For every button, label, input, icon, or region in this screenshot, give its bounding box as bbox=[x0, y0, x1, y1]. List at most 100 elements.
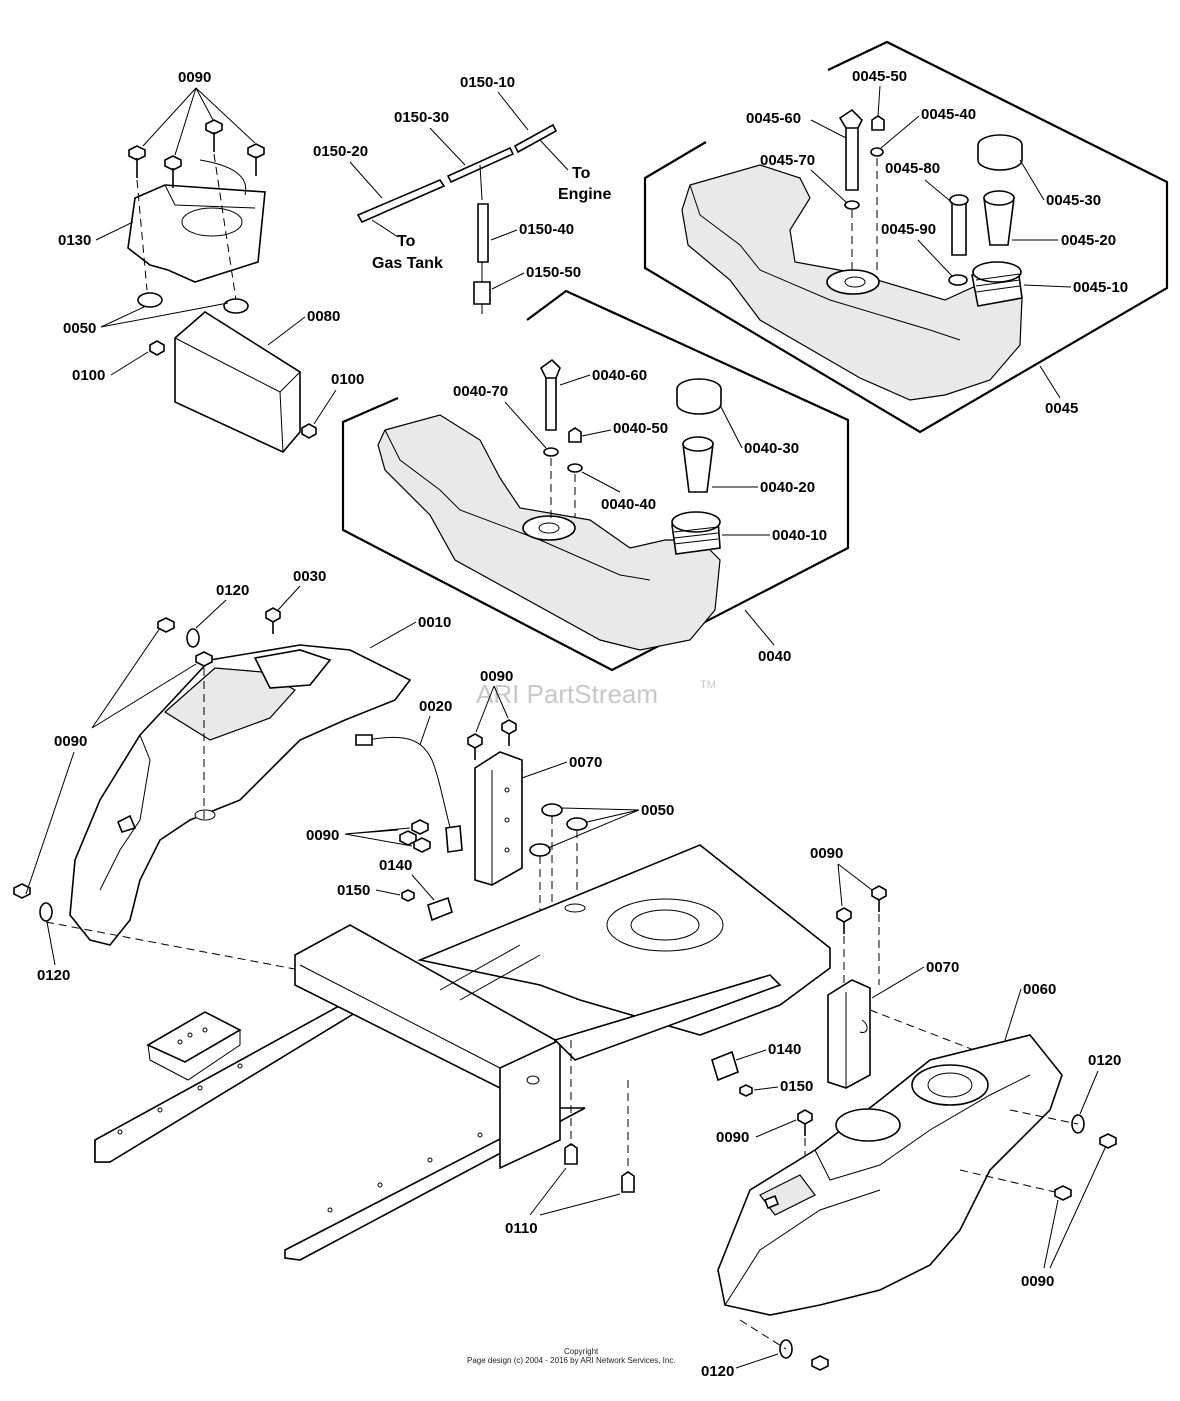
leader-line bbox=[1039, 365, 1061, 399]
fuel-tank-0045 bbox=[681, 164, 1023, 401]
label-0090: 0090 bbox=[480, 668, 513, 685]
leader-line bbox=[195, 599, 227, 629]
label-0070: 0070 bbox=[926, 959, 959, 976]
label-0150-50: 0150-50 bbox=[526, 264, 581, 281]
dash-line bbox=[213, 153, 237, 301]
bracket-0070-mid bbox=[474, 751, 523, 886]
leader-line bbox=[581, 429, 612, 437]
dash-line bbox=[136, 179, 148, 291]
label-0045-40: 0045-40 bbox=[921, 106, 976, 123]
leader-line bbox=[539, 139, 569, 171]
leader-line bbox=[559, 374, 591, 386]
bracket-0070-right bbox=[827, 979, 871, 1089]
leader-line bbox=[1019, 159, 1045, 201]
valve-0040-50 bbox=[568, 427, 582, 443]
leader-line bbox=[267, 316, 306, 346]
label-0090: 0090 bbox=[178, 69, 211, 86]
label-0045-20: 0045-20 bbox=[1061, 232, 1116, 249]
leader-line bbox=[429, 127, 466, 166]
label-0040: 0040 bbox=[758, 648, 791, 665]
grommet-0045-40 bbox=[870, 147, 884, 157]
screws-0090-fender-right bbox=[811, 1133, 1117, 1371]
label-0045-80: 0045-80 bbox=[885, 160, 940, 177]
label-0040-30: 0040-30 bbox=[744, 440, 799, 457]
leader-line bbox=[1079, 1070, 1099, 1115]
label-0100: 0100 bbox=[331, 371, 364, 388]
label-to-engine: To bbox=[572, 165, 591, 182]
label-0090: 0090 bbox=[54, 733, 87, 750]
label-0050: 0050 bbox=[641, 802, 674, 819]
label-0020: 0020 bbox=[419, 698, 452, 715]
label-0150-20: 0150-20 bbox=[313, 143, 368, 160]
leader-line bbox=[735, 1049, 767, 1061]
leader-line bbox=[547, 807, 640, 849]
fender-0060 bbox=[717, 1034, 1063, 1316]
copyright-line-2: Page design (c) 2004 - 2016 by ARI Netwo… bbox=[467, 1356, 676, 1365]
fuel-tee-0150-30 bbox=[446, 146, 515, 201]
leader-line bbox=[837, 863, 873, 907]
label-0120: 0120 bbox=[1088, 1052, 1121, 1069]
label-0050: 0050 bbox=[63, 320, 96, 337]
label-0100: 0100 bbox=[72, 367, 105, 384]
label-0040-20: 0040-20 bbox=[760, 479, 815, 496]
clip-0140-right bbox=[711, 1050, 739, 1082]
nut-0100 bbox=[149, 340, 317, 439]
leader-line bbox=[917, 239, 953, 277]
box-0045 bbox=[643, 40, 1169, 434]
dash-line bbox=[1009, 1109, 1079, 1125]
label-0130: 0130 bbox=[58, 232, 91, 249]
label-0120: 0120 bbox=[701, 1363, 734, 1380]
label-0090: 0090 bbox=[810, 845, 843, 862]
label-0030: 0030 bbox=[293, 568, 326, 585]
label-0120: 0120 bbox=[216, 582, 249, 599]
strainer-0045-20 bbox=[983, 190, 1015, 246]
strainer-0040-20 bbox=[682, 436, 714, 493]
screws-0090-mid bbox=[399, 719, 517, 853]
leader-line bbox=[1004, 988, 1022, 1041]
vent-tube-0045-60 bbox=[838, 108, 863, 191]
valve-0045-50 bbox=[871, 115, 885, 131]
leader-line bbox=[277, 585, 301, 611]
grommet-0050-top bbox=[137, 292, 249, 314]
label-0045-10: 0045-10 bbox=[1073, 279, 1128, 296]
leader-line bbox=[25, 627, 197, 895]
leader-line bbox=[529, 1167, 621, 1216]
leader-line bbox=[100, 302, 229, 328]
screw-0150-mid bbox=[401, 889, 415, 902]
leader-line bbox=[871, 966, 925, 999]
label-0045-90: 0045-90 bbox=[881, 221, 936, 238]
leader-line bbox=[419, 715, 431, 746]
screws-0090-right bbox=[797, 885, 887, 1136]
leader-line bbox=[490, 229, 518, 241]
leader-line bbox=[491, 272, 525, 290]
leader-line bbox=[755, 1119, 797, 1138]
leader-line bbox=[877, 85, 881, 117]
label-0140: 0140 bbox=[768, 1041, 801, 1058]
bolts-0110 bbox=[564, 1143, 635, 1193]
leader-line bbox=[753, 1086, 779, 1091]
grommets-0050-mid bbox=[529, 803, 588, 857]
label-0040-40: 0040-40 bbox=[601, 496, 656, 513]
label-0040-50: 0040-50 bbox=[613, 420, 668, 437]
cap-0045-30 bbox=[977, 134, 1023, 171]
label-0150-40: 0150-40 bbox=[519, 221, 574, 238]
dash-line bbox=[739, 1319, 787, 1350]
leader-line bbox=[411, 874, 435, 901]
washer-0120-fender bbox=[39, 628, 200, 922]
leader-line bbox=[369, 621, 417, 649]
box-0040 bbox=[341, 289, 850, 672]
seat-switch-pad bbox=[146, 1011, 242, 1081]
screws-0090-fender bbox=[13, 607, 281, 899]
screws-0090-top bbox=[128, 119, 265, 188]
leader-line bbox=[735, 1353, 779, 1369]
leader-line bbox=[110, 351, 149, 376]
watermark-text: ARI PartStream bbox=[476, 679, 658, 709]
fuel-valve-0150-50 bbox=[473, 262, 491, 314]
label-0140: 0140 bbox=[379, 857, 412, 874]
label-0150-30: 0150-30 bbox=[394, 109, 449, 126]
leader-line bbox=[375, 889, 401, 896]
label-to-gas-tank-2: Gas Tank bbox=[372, 255, 443, 272]
leader-line bbox=[371, 219, 399, 238]
leader-line bbox=[504, 401, 547, 449]
